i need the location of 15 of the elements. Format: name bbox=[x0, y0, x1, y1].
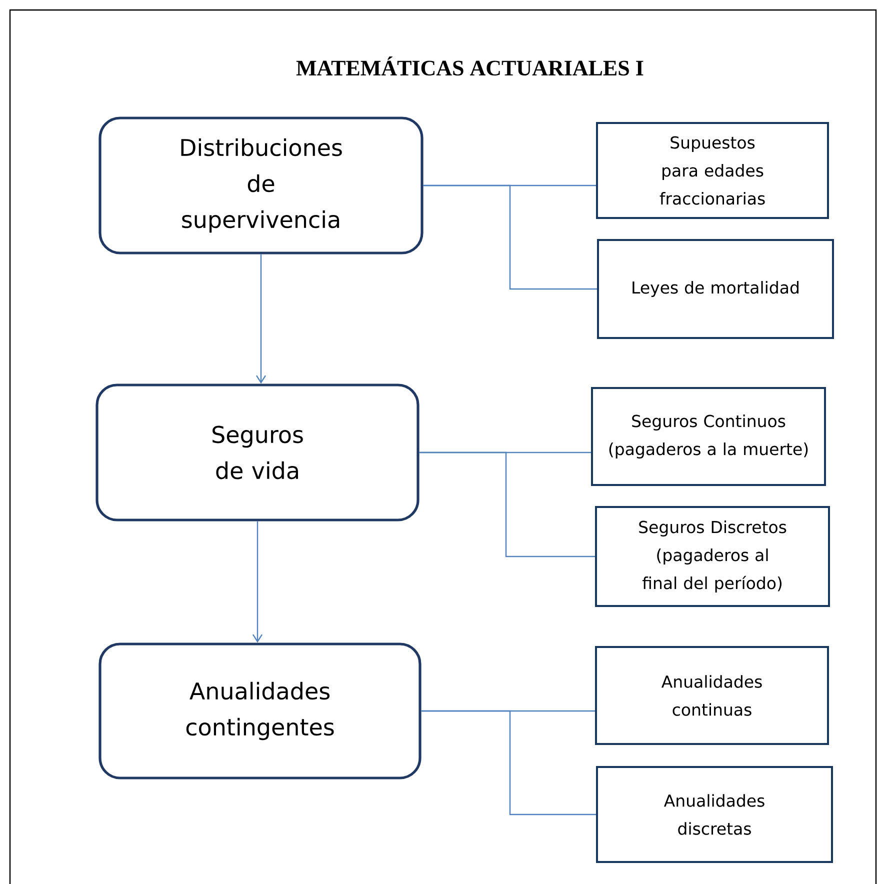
process-box: Seguros Discretos (pagaderos al final del período) bbox=[595, 506, 830, 607]
connector bbox=[256, 254, 266, 384]
process-box: Seguros Continuos (pagaderos a la muerte) bbox=[591, 387, 826, 486]
connector bbox=[419, 452, 595, 558]
connector bbox=[421, 710, 596, 816]
process-box: Supuestos para edades fraccionarias bbox=[596, 122, 829, 219]
connector bbox=[252, 521, 262, 643]
rounded-box: Distribuciones de supervivencia bbox=[98, 116, 424, 254]
process-box: Anualidades discretas bbox=[596, 766, 833, 863]
process-box: Anualidades continuas bbox=[595, 646, 829, 745]
title: MATEMÁTICAS ACTUARIALES I bbox=[296, 56, 644, 76]
process-box: Leyes de mortalidad bbox=[597, 239, 834, 339]
rounded-box: Seguros de vida bbox=[96, 384, 420, 522]
rounded-box: Anualidades contingentes bbox=[98, 642, 422, 780]
connector bbox=[423, 184, 597, 290]
